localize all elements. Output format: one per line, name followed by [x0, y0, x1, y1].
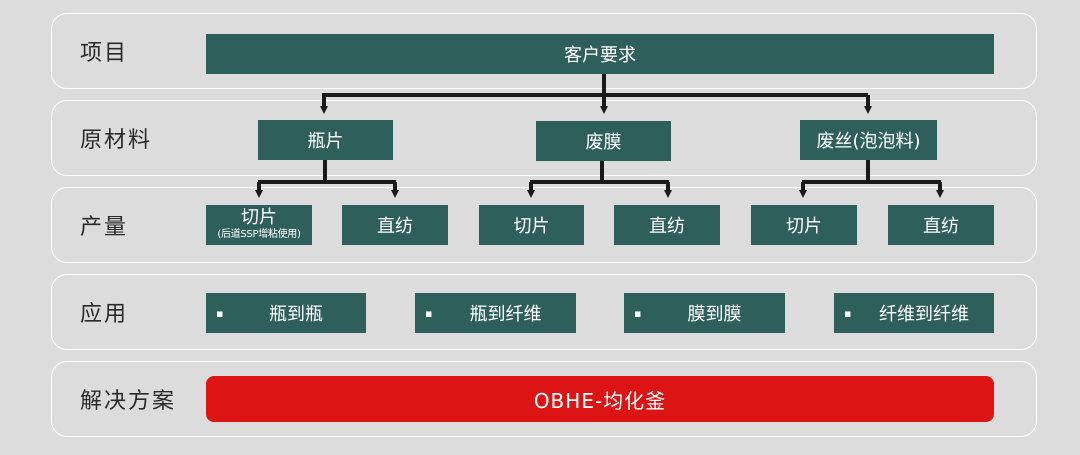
output-note: (后道SSP增粘使用)	[217, 229, 301, 241]
output-label: 切片	[786, 216, 822, 237]
material-box-waste-fiber: 废丝(泡泡料)	[800, 120, 937, 160]
row-label-solution: 解决方案	[80, 389, 177, 414]
customer-requirement-box: 客户要求	[206, 34, 994, 74]
row-label-application: 应用	[80, 302, 129, 327]
output-label: 直纺	[377, 216, 413, 237]
material-label: 废膜	[585, 132, 622, 153]
row-label-material: 原材料	[80, 128, 153, 153]
bullet-icon: ▪	[844, 306, 852, 320]
application-label: 纤维到纤维	[879, 304, 969, 325]
application-label: 瓶到瓶	[269, 304, 323, 325]
output-label: 切片	[513, 216, 550, 237]
output-box-spin-3: 直纺	[888, 205, 994, 245]
material-box-waste-film: 废膜	[536, 121, 671, 161]
output-box-chip-3: 切片	[751, 205, 857, 245]
solution-box: OBHE-均化釜	[206, 376, 994, 422]
row-label-project: 项目	[80, 41, 129, 66]
solution-label: OBHE-均化釜	[533, 388, 667, 413]
bullet-icon: ▪	[216, 306, 224, 320]
application-label: 膜到膜	[687, 304, 742, 325]
output-label: 直纺	[923, 216, 959, 237]
bullet-icon: ▪	[634, 306, 642, 320]
output-label: 切片	[241, 207, 277, 229]
row-label-output: 产量	[80, 215, 129, 240]
application-box-bottle-to-fiber: ▪ 瓶到纤维	[415, 293, 576, 333]
output-box-chip-ssp: 切片 (后道SSP增粘使用)	[206, 205, 312, 245]
application-box-film-to-film: ▪ 膜到膜	[624, 293, 785, 333]
output-box-spin-2: 直纺	[614, 205, 720, 245]
output-box-spin-1: 直纺	[342, 205, 448, 245]
material-box-bottle-flake: 瓶片	[258, 120, 393, 160]
customer-requirement-label: 客户要求	[564, 45, 636, 66]
material-label: 瓶片	[307, 131, 344, 152]
material-label: 废丝(泡泡料)	[816, 131, 921, 152]
output-box-chip-2: 切片	[479, 205, 584, 245]
application-box-fiber-to-fiber: ▪ 纤维到纤维	[834, 293, 994, 333]
application-label: 瓶到纤维	[469, 304, 542, 325]
output-label: 直纺	[649, 216, 685, 237]
application-box-bottle-to-bottle: ▪ 瓶到瓶	[206, 293, 366, 333]
bullet-icon: ▪	[425, 306, 433, 320]
